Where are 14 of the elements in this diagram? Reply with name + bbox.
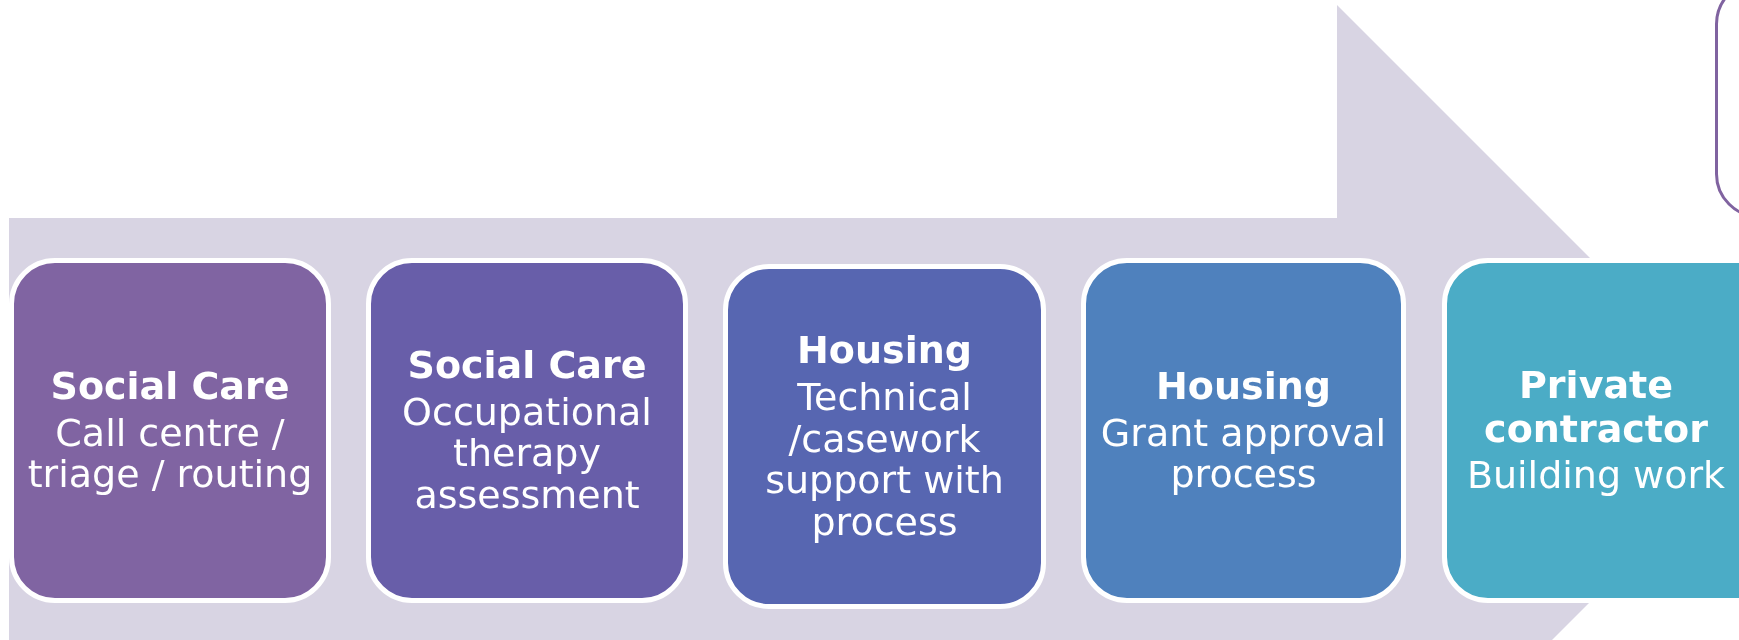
- process-box: [1081, 258, 1406, 603]
- box-description: Occupational therapy assessment: [401, 391, 653, 518]
- box-description: Building work: [1466, 455, 1726, 498]
- box-heading: Social Care: [407, 343, 647, 388]
- box-heading: Housing: [797, 329, 972, 373]
- box-description: Grant approval process: [1099, 412, 1388, 497]
- box-heading: Social Care: [50, 364, 290, 409]
- box-heading: Private contractor: [1483, 363, 1709, 452]
- box-description: Technical /casework support with process: [764, 376, 1005, 544]
- process-box: [366, 258, 688, 603]
- box-description: Call centre / triage / routing: [26, 412, 314, 497]
- process-box: [9, 258, 331, 603]
- process-box: [723, 264, 1046, 609]
- box-heading: Housing: [1156, 364, 1331, 409]
